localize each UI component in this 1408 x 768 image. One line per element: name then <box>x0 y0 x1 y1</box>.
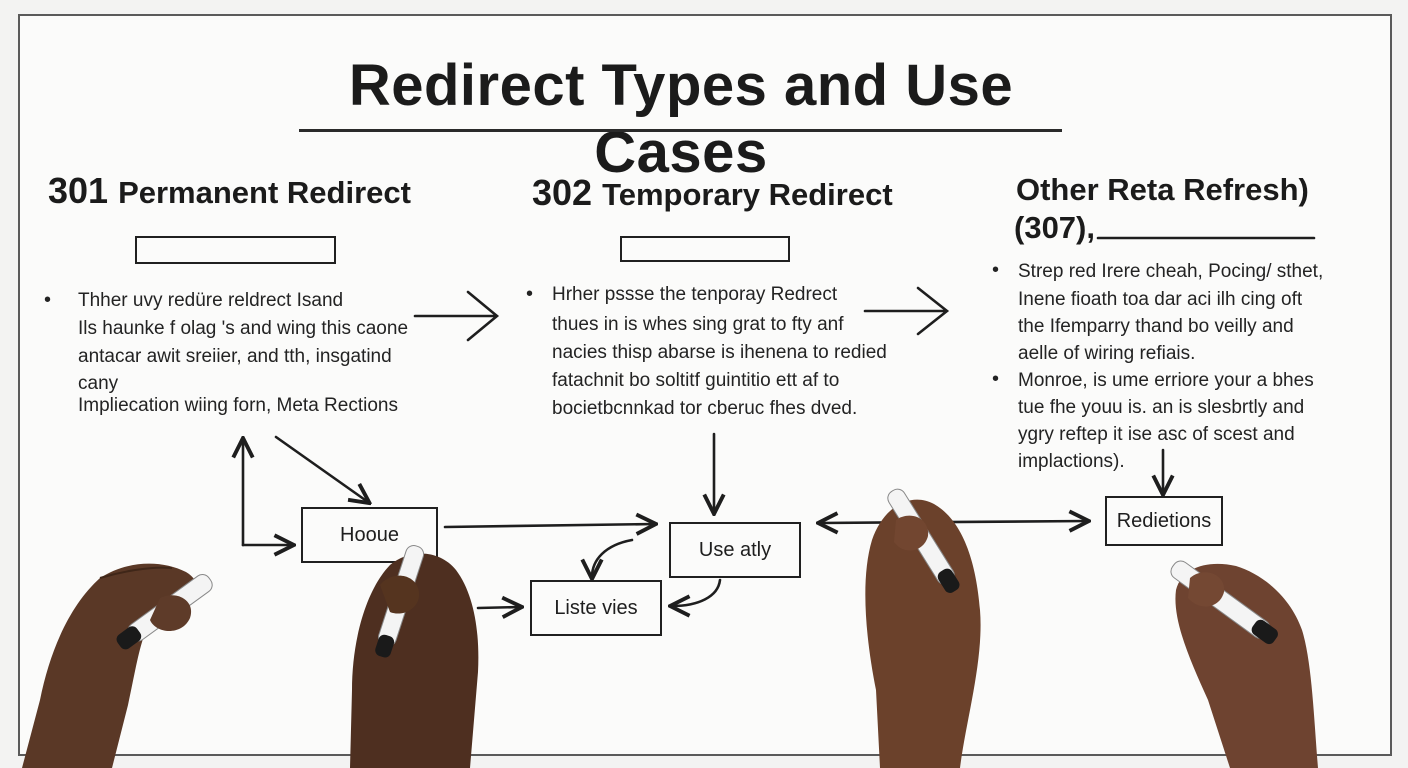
label-box-302 <box>620 236 790 262</box>
whiteboard <box>18 14 1392 756</box>
arrow-curve-from-use-only <box>672 578 722 606</box>
title-underline <box>299 129 1062 132</box>
heading-other: Other Reta Refresh) <box>1016 172 1309 207</box>
text-301-line-1: Thher uvy redüre reldrect Isand <box>78 290 344 311</box>
hand-center-right-icon <box>865 488 981 768</box>
bullet-other-2: • <box>992 368 1000 390</box>
arrow-house-to-use-only <box>443 524 654 527</box>
arrow-house-to-list-view <box>476 607 520 608</box>
text-301-line-2: Ils haunke f olag 's and wing this caone <box>78 318 409 339</box>
flow-box-use-only: Use atly <box>669 522 801 578</box>
bullet-301: • <box>44 289 52 311</box>
text-other-b1-line-4: aelle of wiring refiais. <box>1018 343 1196 364</box>
arrow-301-to-302 <box>413 290 500 342</box>
label-box-301 <box>135 236 336 264</box>
text-other-b1-line-2: Inene fioath toa dar aci ilh cing oft <box>1018 289 1303 310</box>
heading-other-code: (307), <box>1014 210 1095 245</box>
flow-box-list-view: Liste vies <box>530 580 662 636</box>
text-302-line-3: nacies thisp abarse is ihenena to redied <box>552 342 887 363</box>
hand-right-icon <box>1170 560 1318 768</box>
heading-301: 301 Permanent Redirect <box>48 170 411 212</box>
text-other-b1-line-1: Strep red Irere cheah, Pocing/ sthet, <box>1018 261 1324 282</box>
text-301-line-3: antacar awit sreiier, and tth, insgatind <box>78 346 392 367</box>
text-other-b2-line-3: ygry reftep it ise asc of scest and <box>1018 424 1295 445</box>
heading-301-text: Permanent Redirect <box>118 175 411 210</box>
text-other-b2-line-2: tue fhe youu is. an is slesbrtly and <box>1018 397 1305 418</box>
text-other-b1-line-3: the Ifemparry thand bo veilly and <box>1018 316 1294 337</box>
text-other-b2-line-4: implactions). <box>1018 451 1125 472</box>
bullet-other-1: • <box>992 259 1000 281</box>
arrow-curve-to-list-view <box>592 538 634 577</box>
text-302-line-5: bocietbcnnkad tor cberuc fhes dved. <box>552 398 858 419</box>
text-301-line-4: cany <box>78 373 119 394</box>
bullet-302: • <box>526 283 534 305</box>
arrow-302-to-other <box>863 286 950 336</box>
hand-center-left-icon <box>350 545 479 768</box>
text-301-line-5: Impliecation wiing forn, Meta Rections <box>78 395 398 416</box>
heading-301-number: 301 <box>48 170 109 211</box>
heading-302: 302 Temporary Redirect <box>532 172 893 214</box>
text-other-b2-line-1: Monroe, is ume erriore your a bhes <box>1018 370 1314 391</box>
heading-302-text: Temporary Redirect <box>602 177 893 212</box>
text-302-line-4: fatachnit bo soltitf guintitio ett af to <box>552 370 840 391</box>
hand-left-icon <box>22 563 213 768</box>
text-302-line-2: thues in is whes sing grat to fty anf <box>552 314 844 335</box>
heading-302-number: 302 <box>532 172 593 213</box>
flow-box-redirections: Redietions <box>1105 496 1223 546</box>
arrow-text-to-house <box>274 435 368 502</box>
text-302-line-1: Hrher pssse the tenporay Redrect <box>552 284 838 305</box>
